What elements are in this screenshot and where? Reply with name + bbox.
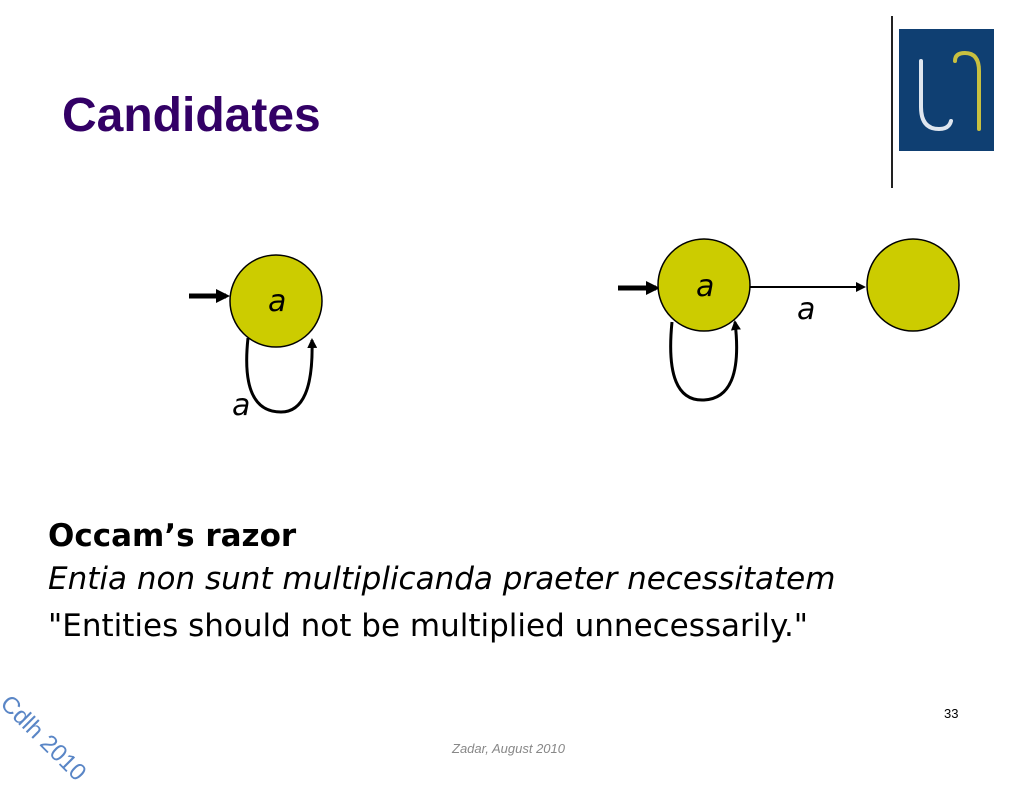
- slide-title: Candidates: [62, 89, 321, 142]
- diagram-two-states: a a: [618, 238, 960, 402]
- logo-divider: [891, 16, 893, 188]
- footer: Zadar, August 2010: [452, 741, 565, 756]
- self-loop-arrow: [245, 337, 318, 414]
- page-number: 33: [944, 706, 959, 721]
- transition-label: a: [797, 292, 815, 327]
- state-label: a: [268, 284, 286, 319]
- state-node-initial: [657, 238, 751, 332]
- university-logo: [899, 29, 994, 151]
- logo-mark-icon: [919, 50, 981, 132]
- quote-heading: Occam’s razor: [48, 518, 297, 554]
- state-node-target: [866, 238, 960, 332]
- quote-latin: Entia non sunt multiplicanda praeter nec…: [48, 561, 836, 597]
- diagram-single-state: a a: [189, 254, 323, 423]
- watermark: Cdlh 2010: [0, 690, 92, 787]
- quote-english: "Entities should not be multiplied unnec…: [48, 608, 809, 644]
- transition-label: a: [232, 388, 250, 423]
- state-label: a: [696, 269, 714, 304]
- quote-block: Occam’s razor Entia non sunt multiplican…: [48, 516, 835, 650]
- state-node: [229, 254, 323, 348]
- automata-diagrams: a a a a: [189, 238, 960, 423]
- self-loop-arrow: [669, 320, 741, 402]
